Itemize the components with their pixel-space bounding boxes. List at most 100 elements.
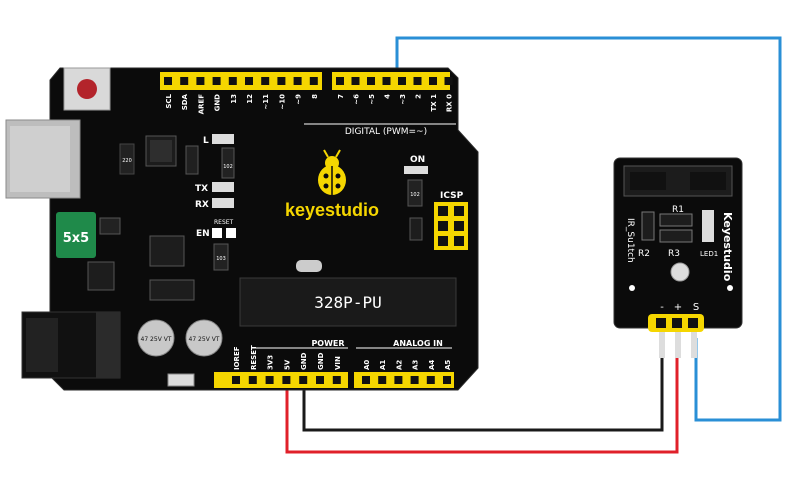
header-pin-hole (248, 376, 257, 384)
header-pin-hole (245, 77, 253, 85)
pin-label: A4 (428, 360, 436, 370)
pin-label: AREF (197, 94, 205, 115)
r2-label: R2 (638, 249, 650, 259)
pin-label: RX 0 (446, 94, 454, 112)
pin-label: 12 (246, 94, 254, 104)
header-pin-hole (309, 77, 318, 85)
pin-minus-label: - (660, 302, 664, 313)
header-pin-hole (332, 376, 341, 384)
header-pin-hole (413, 77, 422, 85)
pin-label: 7 (337, 94, 345, 99)
pin-label: A1 (379, 360, 387, 370)
pin-label: SCL (165, 93, 173, 108)
gnd-wire (302, 338, 664, 432)
small-ic-1 (119, 143, 135, 175)
signal-wire (395, 36, 782, 422)
regulator-4 (149, 279, 195, 301)
pin-label: A0 (363, 360, 371, 370)
header-pin-hole (443, 376, 451, 384)
cap-2-label: 47 25V VT (189, 336, 220, 343)
header-pin-hole (410, 376, 419, 384)
pin-plus-label: + (674, 302, 682, 313)
chip-label: 328P-PU (314, 293, 381, 312)
pin-label: ~11 (262, 94, 270, 110)
header-pin-hole (212, 77, 221, 85)
header-pin-hole (277, 77, 286, 85)
digital-header-right (332, 72, 450, 90)
led-l-label: L (203, 136, 209, 146)
sensor-pin-header (648, 314, 704, 332)
pin-label: A3 (412, 360, 420, 370)
res-102-b-label: 102 (410, 192, 420, 198)
pin-label: IOREF (233, 346, 241, 370)
pin-label: TX 1 (430, 94, 438, 112)
icsp-header (434, 202, 468, 250)
analog-header-label: ANALOG IN (393, 339, 443, 348)
pin-label: ~5 (368, 94, 376, 105)
header-pin-hole (228, 77, 237, 85)
small-ic-2 (185, 145, 199, 175)
regulator-3 (149, 235, 185, 267)
pin-label: RESET (250, 345, 258, 370)
header-pin-hole (398, 77, 406, 85)
header-pin-hole (336, 77, 344, 85)
header-pin-hole (164, 77, 172, 85)
sensor-potentiometer (670, 262, 690, 282)
header-pin-hole (367, 77, 375, 85)
res-103-label: 103 (216, 256, 226, 262)
power-header-label: POWER (311, 339, 344, 348)
header-pin-hole (299, 376, 308, 384)
pin-label: A2 (395, 360, 403, 370)
pin-signal-lead (691, 332, 697, 358)
pin-vcc-lead (675, 332, 681, 358)
header-pin-hole (261, 77, 270, 85)
board-brand: keyestudio (285, 200, 379, 220)
pin-label: VIN (334, 356, 342, 370)
header-pin-hole (351, 77, 360, 85)
led1-label: LED1 (700, 250, 718, 258)
header-pin-hole (378, 376, 387, 384)
pin-label: 13 (230, 94, 238, 104)
diode (167, 373, 195, 387)
pin-label: ~3 (399, 94, 407, 105)
pin-label: 2 (415, 94, 423, 99)
pin-label: SDA (181, 93, 189, 110)
pin-label: 4 (384, 94, 392, 99)
capacitor-1: 47 25V VT (137, 319, 175, 357)
resonator (296, 260, 322, 272)
res-220-label: 220 (122, 158, 132, 164)
header-pin-hole (429, 77, 437, 85)
header-pin-hole (426, 376, 435, 384)
pin-label: 3V3 (267, 355, 275, 370)
pin-label: ~6 (353, 94, 361, 105)
atmega-chip (239, 277, 457, 327)
header-pin-hole (382, 77, 391, 85)
cap-1-label: 47 25V VT (141, 336, 172, 343)
header-pin-hole (293, 77, 302, 85)
pin-label: 5V (283, 359, 291, 370)
pin-label: A5 (444, 360, 452, 370)
r1-label: R1 (672, 205, 684, 215)
arduino-board: 5x5 220 47 25V VT 47 25V VT L 102 TX RX (5, 67, 479, 391)
pin-label: GND (317, 352, 325, 370)
regulator-2 (87, 261, 115, 291)
header-pin-hole (265, 376, 274, 384)
header-pin-hole (394, 376, 403, 384)
header-pin-hole (444, 77, 453, 85)
ir-sensor-module: IR_Su1tch Keyestudio R1 R2 R3 LED1 - + S (613, 157, 743, 358)
header-pin-hole (196, 77, 205, 85)
header-pin-hole (362, 376, 370, 384)
fuse (56, 212, 96, 258)
led-rx-label: RX (195, 200, 209, 210)
sensor-brand-label: Keyestudio (721, 212, 734, 282)
digital-header-left (160, 72, 322, 90)
led-tx-label: TX (195, 184, 208, 194)
pin-label: ~10 (278, 94, 286, 110)
on-label: ON (410, 155, 425, 165)
pin-label: 8 (311, 94, 319, 99)
pin-label: GND (214, 94, 222, 112)
header-pin-hole (232, 376, 240, 384)
r3-label: R3 (668, 249, 680, 259)
header-pin-hole (180, 77, 189, 85)
header-pin-hole (316, 376, 324, 384)
